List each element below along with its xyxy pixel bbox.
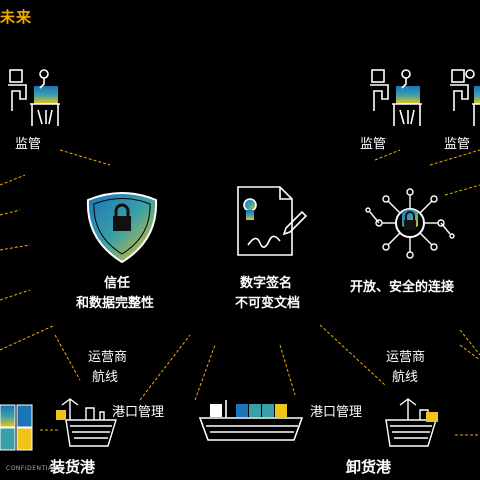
regulation-label-right-2: 监管 (444, 137, 471, 152)
loading-ship-icon (56, 398, 117, 447)
feature-signature-subtitle: 不可变文档 (235, 296, 301, 311)
regulator-desk-icon (450, 69, 480, 126)
signed-document-icon (237, 186, 308, 256)
loading-port-label: 装货港 (50, 458, 96, 476)
port-management-left: 港口管理 (112, 405, 165, 420)
carrier-left-line1: 运营商 (88, 350, 128, 365)
shield-lock-icon (86, 192, 158, 264)
feature-trust-subtitle: 和数据完整性 (76, 296, 155, 311)
feature-trust-title: 信任 (104, 276, 131, 291)
confidential-label: CONFIDENTIAL (6, 465, 57, 472)
cargo-ship-icon (198, 400, 304, 441)
regulator-desk-icon (370, 69, 422, 126)
container-stack-icon (0, 404, 33, 451)
carrier-right-line1: 运营商 (386, 350, 426, 365)
unloading-ship-icon (385, 398, 438, 447)
unloading-port-label: 卸货港 (346, 458, 392, 476)
network-lock-icon (365, 188, 455, 259)
regulation-label-right-1: 监管 (360, 137, 387, 152)
connector-lines (0, 149, 480, 436)
carrier-right-line2: 航线 (392, 370, 419, 385)
feature-signature-title: 数字签名 (240, 276, 293, 291)
port-management-right: 港口管理 (310, 405, 363, 420)
regulation-label-left: 监管 (15, 137, 42, 152)
feature-connection-title: 开放、安全的连接 (350, 280, 455, 295)
regulator-desk-icon (8, 69, 60, 126)
page-title: 未来 (0, 8, 33, 26)
carrier-left-line2: 航线 (92, 370, 119, 385)
